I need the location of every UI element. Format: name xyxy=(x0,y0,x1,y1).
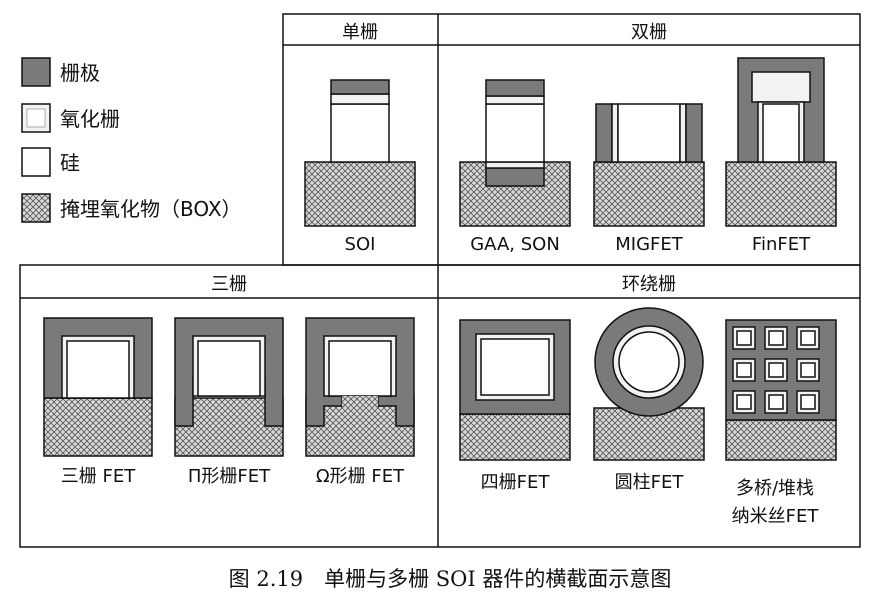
legend-label-silicon: 硅 xyxy=(60,151,80,175)
box-layer xyxy=(725,161,837,227)
legend-label-oxide: 氧化栅 xyxy=(60,107,120,131)
label-pi-gate-fet: Π形栅FET xyxy=(188,466,271,487)
silicon-body xyxy=(617,103,681,163)
bottom-table xyxy=(19,264,861,548)
left-oxide xyxy=(611,103,619,163)
hard-mask xyxy=(751,71,811,103)
section-header-surround-gate: 环绕栅 xyxy=(622,274,676,295)
silicon-body xyxy=(618,331,680,393)
legend-item-box: 掩埋氧化物（BOX） xyxy=(21,193,242,223)
silicon-swatch xyxy=(21,147,51,177)
section-header-tri-gate: 三栅 xyxy=(211,274,247,295)
silicon-body xyxy=(197,340,261,397)
nanowire-silicon xyxy=(800,394,816,410)
legend-item-gate: 栅极 xyxy=(21,57,100,87)
nanowire-silicon xyxy=(768,362,784,378)
nanowire-silicon xyxy=(768,330,784,346)
gate xyxy=(330,79,390,95)
label-migfet: MIGFET xyxy=(615,234,684,255)
box-layer xyxy=(725,419,837,461)
device-cylinder-fet xyxy=(593,307,705,461)
silicon-body xyxy=(66,340,130,399)
silicon-body xyxy=(480,338,550,396)
legend-label-box: 掩埋氧化物（BOX） xyxy=(60,197,242,221)
silicon-body xyxy=(330,103,390,163)
device-quad-gate-fet xyxy=(459,319,571,461)
device-multibridge-fet xyxy=(725,319,837,461)
label-quad-gate-fet: 四栅FET xyxy=(481,472,551,493)
box-layer xyxy=(304,161,416,227)
device-omega-gate-fet xyxy=(305,317,415,457)
box-layer xyxy=(459,413,571,461)
right-gate xyxy=(685,103,703,163)
label-cylinder-fet: 圆柱FET xyxy=(615,472,685,493)
figure-caption: 图 2.19 单栅与多栅 SOI 器件的横截面示意图 xyxy=(229,567,672,591)
gate-swatch xyxy=(21,57,51,87)
silicon-body xyxy=(485,103,545,163)
legend-item-silicon: 硅 xyxy=(21,147,80,177)
box-layer xyxy=(43,397,153,457)
device-soi xyxy=(304,79,416,227)
left-gate xyxy=(595,103,613,163)
section-header-single-gate: 单栅 xyxy=(342,22,378,43)
legend-label-gate: 栅极 xyxy=(60,61,100,85)
label-multibridge-line1: 多桥/堆栈 xyxy=(736,478,814,499)
box-swatch xyxy=(21,193,51,223)
device-migfet xyxy=(593,103,705,227)
nanowire-array xyxy=(732,326,820,414)
bottom-gate xyxy=(485,167,545,187)
label-multibridge-line2: 纳米丝FET xyxy=(732,506,820,527)
label-soi: SOI xyxy=(345,234,376,255)
section-header-double-gate: 双栅 xyxy=(631,22,667,43)
bottom-oxide xyxy=(485,161,545,169)
nanowire-silicon xyxy=(736,330,752,346)
label-gaa-son: GAA, SON xyxy=(470,234,560,255)
nanowire-silicon xyxy=(768,394,784,410)
device-gaa-son xyxy=(459,79,571,227)
box-layer xyxy=(593,161,705,227)
legend: 栅极 氧化栅 硅 掩埋氧化物（BOX） xyxy=(21,57,242,223)
silicon-fin xyxy=(762,103,800,163)
nanowire-silicon xyxy=(800,330,816,346)
device-trigate-fet xyxy=(43,317,153,457)
gate xyxy=(485,79,545,97)
label-finfet: FinFET xyxy=(752,234,811,255)
silicon-neck xyxy=(342,396,378,406)
nanowire-silicon xyxy=(736,394,752,410)
silicon-body xyxy=(328,340,392,397)
label-omega-gate-fet: Ω形栅 FET xyxy=(316,466,405,487)
right-oxide xyxy=(679,103,687,163)
device-finfet xyxy=(725,57,837,227)
nanowire-silicon xyxy=(800,362,816,378)
legend-item-oxide: 氧化栅 xyxy=(21,103,120,133)
label-trigate-fet: 三栅 FET xyxy=(61,466,136,487)
gate-oxide xyxy=(330,93,390,105)
device-pi-gate-fet xyxy=(174,317,284,457)
gate-oxide xyxy=(485,95,545,105)
nanowire-silicon xyxy=(736,362,752,378)
